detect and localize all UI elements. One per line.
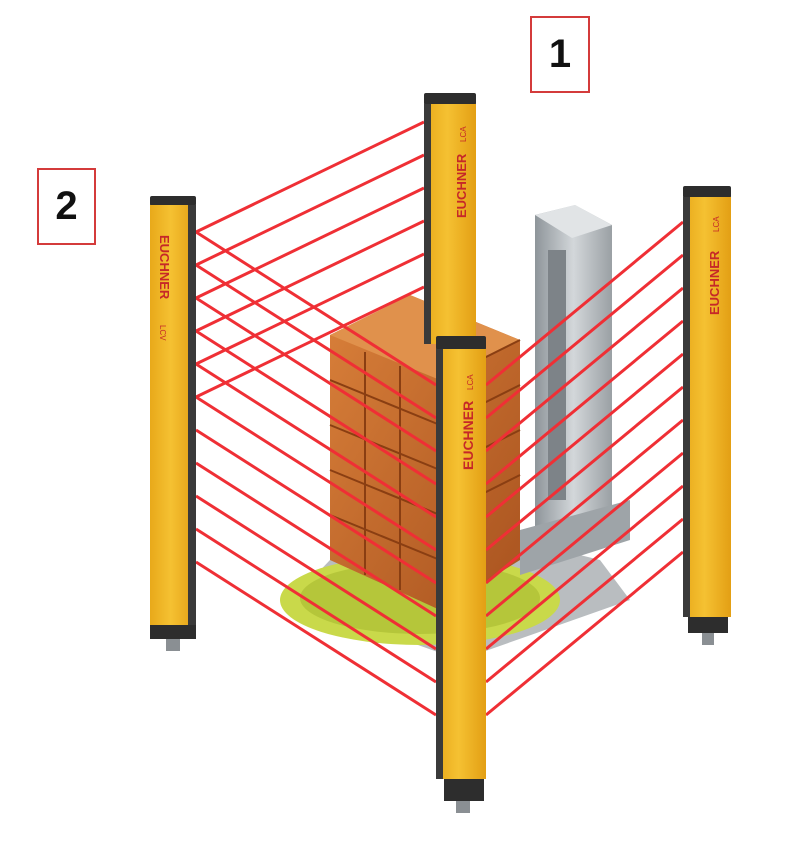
beam-left-to-front bbox=[195, 230, 437, 387]
beam-left-to-back bbox=[195, 153, 425, 267]
light-beams bbox=[195, 120, 684, 717]
beam-front-to-right bbox=[485, 286, 684, 453]
back-light-curtain-column: LCA EUCHNER bbox=[424, 93, 476, 344]
left-column-model: LCV bbox=[158, 325, 167, 341]
callout-label-2: 2 bbox=[37, 168, 96, 245]
beam-left-to-back bbox=[195, 285, 425, 399]
front-column-brand: EUCHNER bbox=[460, 401, 476, 470]
beam-left-to-front bbox=[195, 395, 437, 552]
front-column-model: LCA bbox=[466, 374, 475, 390]
left-column-brand: EUCHNER bbox=[157, 235, 172, 300]
beam-left-to-front bbox=[195, 329, 437, 486]
beam-left-to-front bbox=[195, 461, 437, 618]
beam-left-to-front bbox=[195, 494, 437, 651]
front-light-curtain-column: LCA EUCHNER bbox=[436, 336, 486, 813]
wrapping-machine bbox=[520, 205, 630, 575]
beam-left-to-back bbox=[195, 186, 425, 300]
beam-left-to-back bbox=[195, 120, 425, 234]
beam-left-to-back bbox=[195, 219, 425, 333]
beam-left-to-back bbox=[195, 252, 425, 366]
beam-front-to-right bbox=[485, 319, 684, 486]
beam-left-to-front bbox=[195, 527, 437, 684]
beam-front-to-right bbox=[485, 517, 684, 684]
beam-front-to-right bbox=[485, 220, 684, 387]
beam-front-to-right bbox=[485, 352, 684, 519]
beam-left-to-front bbox=[195, 296, 437, 453]
beam-front-to-right bbox=[485, 385, 684, 552]
right-column-brand: EUCHNER bbox=[707, 250, 722, 315]
beam-left-to-front bbox=[195, 362, 437, 519]
callout-label-1: 1 bbox=[530, 16, 590, 93]
beam-front-to-right bbox=[485, 451, 684, 618]
back-column-model: LCA bbox=[459, 126, 468, 142]
right-column-model: LCA bbox=[712, 216, 721, 232]
beam-front-to-right bbox=[485, 550, 684, 717]
beam-front-to-right bbox=[485, 484, 684, 651]
right-light-curtain-column: LCA EUCHNER bbox=[683, 186, 731, 645]
back-column-brand: EUCHNER bbox=[454, 153, 469, 218]
beam-left-to-front bbox=[195, 560, 437, 717]
beam-left-to-front bbox=[195, 428, 437, 585]
beam-front-to-right bbox=[485, 418, 684, 585]
left-light-curtain-column: EUCHNER LCV bbox=[150, 196, 196, 651]
beam-left-to-front bbox=[195, 263, 437, 420]
beam-front-to-right bbox=[485, 253, 684, 420]
